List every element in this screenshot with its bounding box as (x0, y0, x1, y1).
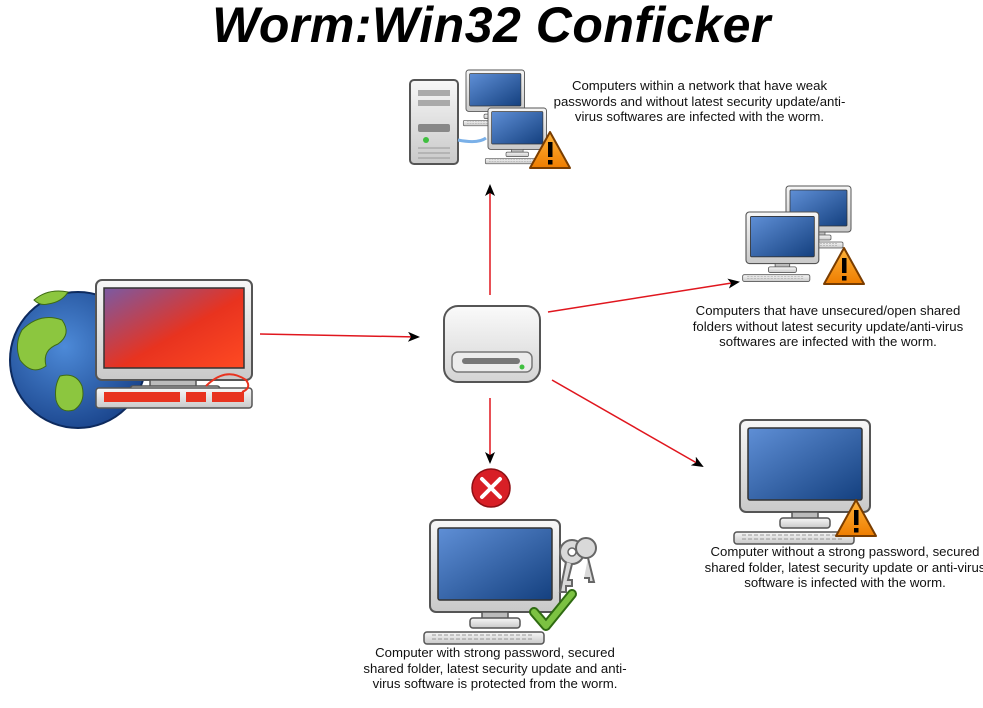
check-mark-icon (529, 589, 577, 631)
removable-drive-icon (443, 305, 541, 383)
arrow-source-to-drive (259, 331, 420, 342)
warning-triangle-icon (823, 247, 865, 285)
shared-folder-computers-icon (742, 185, 865, 285)
caption-unprotected-computer: Computer without a strong password, secu… (704, 544, 983, 590)
arrow-drive-to-weak (551, 379, 704, 467)
connection-arrows (259, 184, 740, 467)
blocked-x-icon (471, 468, 511, 508)
page-title: Worm:Win32 Conficker (212, 0, 771, 53)
infected-source-computer (9, 279, 253, 429)
caption-protected-computer: Computer with strong password, secured s… (363, 645, 627, 691)
infected-monitor-icon (95, 279, 253, 409)
unprotected-computer-icon (733, 419, 877, 545)
keys-icon (558, 537, 597, 593)
server-tower-icon (409, 79, 487, 165)
arrow-drive-to-shared (547, 278, 740, 313)
caption-shared-folders: Computers that have unsecured/open share… (692, 303, 964, 349)
network-computers-icon (409, 69, 571, 169)
protected-computer-icon (423, 519, 597, 645)
caption-network-computers: Computers within a network that have wea… (553, 78, 846, 124)
